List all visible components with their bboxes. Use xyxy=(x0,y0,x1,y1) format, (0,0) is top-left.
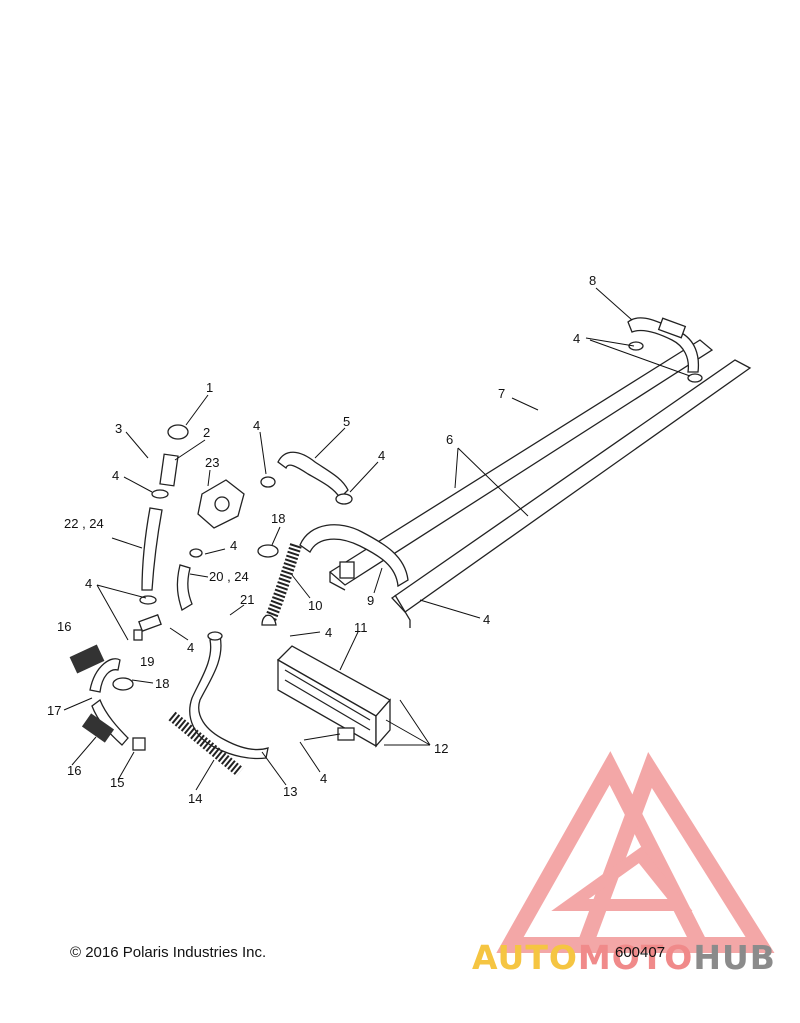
callout-20-24: 20 , 24 xyxy=(209,569,249,584)
callout-8: 8 xyxy=(589,273,596,288)
diagram-part-number: 600407 xyxy=(615,944,666,961)
t-fitting-19 xyxy=(133,614,162,641)
callout-13: 13 xyxy=(283,784,297,799)
watermark-logo-icon xyxy=(496,751,775,953)
crossover-pipe-8 xyxy=(627,317,703,383)
callout-4: 4 xyxy=(85,576,92,591)
brand-part-moto: MOTO xyxy=(577,938,694,977)
callout-19: 19 xyxy=(140,654,154,669)
cap-15 xyxy=(132,737,146,751)
callout-4: 4 xyxy=(325,625,332,640)
callout-9: 9 xyxy=(367,593,374,608)
callout-6: 6 xyxy=(446,432,453,447)
callout-21: 21 xyxy=(240,592,254,607)
hose-17 xyxy=(89,658,129,746)
callout-labels: 1 2 3 4 23 4 5 4 18 22 , 24 4 20 , 24 8 … xyxy=(47,273,596,806)
callout-18: 18 xyxy=(155,676,169,691)
thermostat-housing-23 xyxy=(197,479,245,529)
callout-15: 15 xyxy=(110,775,124,790)
callout-22-24: 22 , 24 xyxy=(64,516,104,531)
leader-lines xyxy=(63,287,691,791)
callout-4: 4 xyxy=(483,612,490,627)
callout-11: 11 xyxy=(354,620,368,635)
callout-4: 4 xyxy=(230,538,237,553)
filler-neck-assembly xyxy=(139,424,189,605)
callout-10: 10 xyxy=(308,598,322,613)
callout-12: 12 xyxy=(434,741,448,756)
copyright-notice: © 2016 Polaris Industries Inc. xyxy=(70,944,267,961)
callout-14: 14 xyxy=(188,791,202,806)
coolant-tube-rails xyxy=(328,339,752,628)
hose-16-lower xyxy=(81,713,115,743)
callout-4: 4 xyxy=(187,640,194,655)
callout-1: 1 xyxy=(206,380,213,395)
clip-18 xyxy=(112,544,279,691)
hose-5 xyxy=(260,451,353,505)
callout-4: 4 xyxy=(378,448,385,463)
callout-3: 3 xyxy=(115,421,122,436)
callout-2: 2 xyxy=(203,425,210,440)
watermark-brand: AUTOMOTOHUB xyxy=(472,938,776,977)
callout-4: 4 xyxy=(573,331,580,346)
callout-4: 4 xyxy=(320,771,327,786)
corrugated-hose-14 xyxy=(168,711,244,777)
corrugated-hose-10 xyxy=(261,543,302,626)
callout-4: 4 xyxy=(112,468,119,483)
callout-23: 23 xyxy=(205,455,219,470)
callout-4: 4 xyxy=(253,418,260,433)
brand-part-hub: HUB xyxy=(693,938,776,977)
pipe-9 xyxy=(299,524,409,588)
brand-part-auto: AUTO xyxy=(472,938,578,977)
callout-16: 16 xyxy=(67,763,81,778)
callout-18: 18 xyxy=(271,511,285,526)
callout-5: 5 xyxy=(343,414,350,429)
callout-17: 17 xyxy=(47,703,61,718)
callout-16: 16 xyxy=(57,619,71,634)
heater-core-11 xyxy=(276,645,392,748)
hose-16-upper xyxy=(69,644,105,674)
hose-20 xyxy=(176,548,203,611)
callout-7: 7 xyxy=(498,386,505,401)
